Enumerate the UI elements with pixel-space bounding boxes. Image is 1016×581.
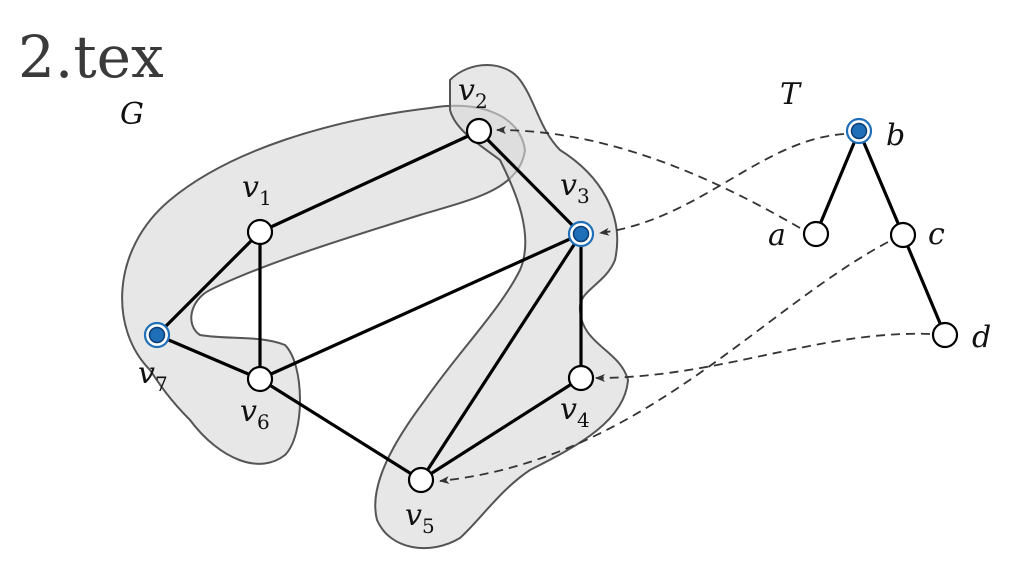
tree-node-a [802,220,830,248]
labels: G T v1 v2 v3 v4 v5 v6 v7 b a c d [120,73,991,538]
bag-region-b [374,64,630,550]
tree-label: T [780,77,802,112]
tree-label-c: c [928,217,945,252]
node-circle [802,220,830,248]
node-circle [246,218,274,246]
edge-v4-v5 [419,376,583,482]
edge-v1-v2 [258,129,481,234]
mapping-b-to-v3 [599,133,845,236]
tree-edge-b-c [857,129,905,237]
edge-v6-v5 [258,377,423,482]
vertex-label-v7: v7 [138,356,168,396]
bag-region-a [121,104,527,465]
tree-node-b [845,117,873,145]
node-circle [889,221,917,249]
vertex-label-v4: v4 [560,392,590,432]
bag-regions [121,64,630,550]
node-circle [931,321,959,349]
vertex-label-v6: v6 [240,394,270,434]
highlight-core [148,326,166,344]
graph-label: G [120,97,144,132]
tree-label-b: b [886,118,905,153]
highlight-core [572,225,590,243]
edge-v7-v6 [155,333,262,381]
vertex-label-v5: v5 [405,498,435,538]
vertex-v2 [465,117,493,145]
tree-edge-c-d [901,233,947,337]
tree-node-d [931,321,959,349]
edge-v6-v3 [258,232,583,381]
graph-vertices [143,117,595,494]
mapping-c-to-v5 [439,241,889,485]
highlight-core [850,122,868,140]
tree-edges [814,129,947,337]
edge-v1-v7 [155,230,262,337]
mapping-arrows [439,126,931,485]
tree-label-a: a [768,218,786,253]
vertex-label-v3: v3 [560,168,590,208]
edge-v2-v3 [477,129,583,236]
mapping-a-to-v2 [496,126,801,229]
vertex-label-v2: v2 [458,73,488,113]
mapping-d-to-v4 [595,332,931,382]
tree-edge-b-a [814,129,861,236]
node-circle [246,365,274,393]
node-circle [465,117,493,145]
vertex-v7 [143,321,171,349]
graph-edges [155,129,583,482]
document-title: 2.tex [18,23,164,91]
vertex-v1 [246,218,274,246]
vertex-v3 [567,220,595,248]
tree-label-d: d [972,320,991,355]
node-circle [407,466,435,494]
vertex-v6 [246,365,274,393]
vertex-v5 [407,466,435,494]
tree-node-c [889,221,917,249]
tree-nodes [802,117,959,349]
edge-v3-v5 [419,232,583,482]
node-circle [567,364,595,392]
vertex-v4 [567,364,595,392]
vertex-label-v1: v1 [242,170,272,210]
